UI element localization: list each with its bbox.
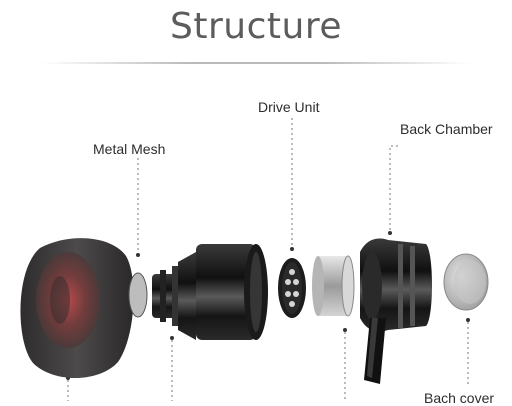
back-cover: [443, 253, 489, 311]
metal-mesh: [128, 272, 148, 318]
label-back-chamber: Back Chamber: [400, 121, 493, 137]
leader-lines: [67, 118, 469, 401]
diagram-title: Structure: [170, 6, 342, 47]
back-chamber: [360, 238, 432, 384]
label-drive-unit: Drive Unit: [258, 99, 320, 115]
front-housing: [152, 244, 268, 340]
label-metal-mesh: Metal Mesh: [93, 141, 166, 157]
silver-ring: [312, 255, 355, 317]
ear-tip: [20, 238, 134, 379]
leader-back-chamber: [389, 145, 398, 230]
title-underline: [40, 62, 472, 64]
drive-unit: [278, 258, 306, 318]
